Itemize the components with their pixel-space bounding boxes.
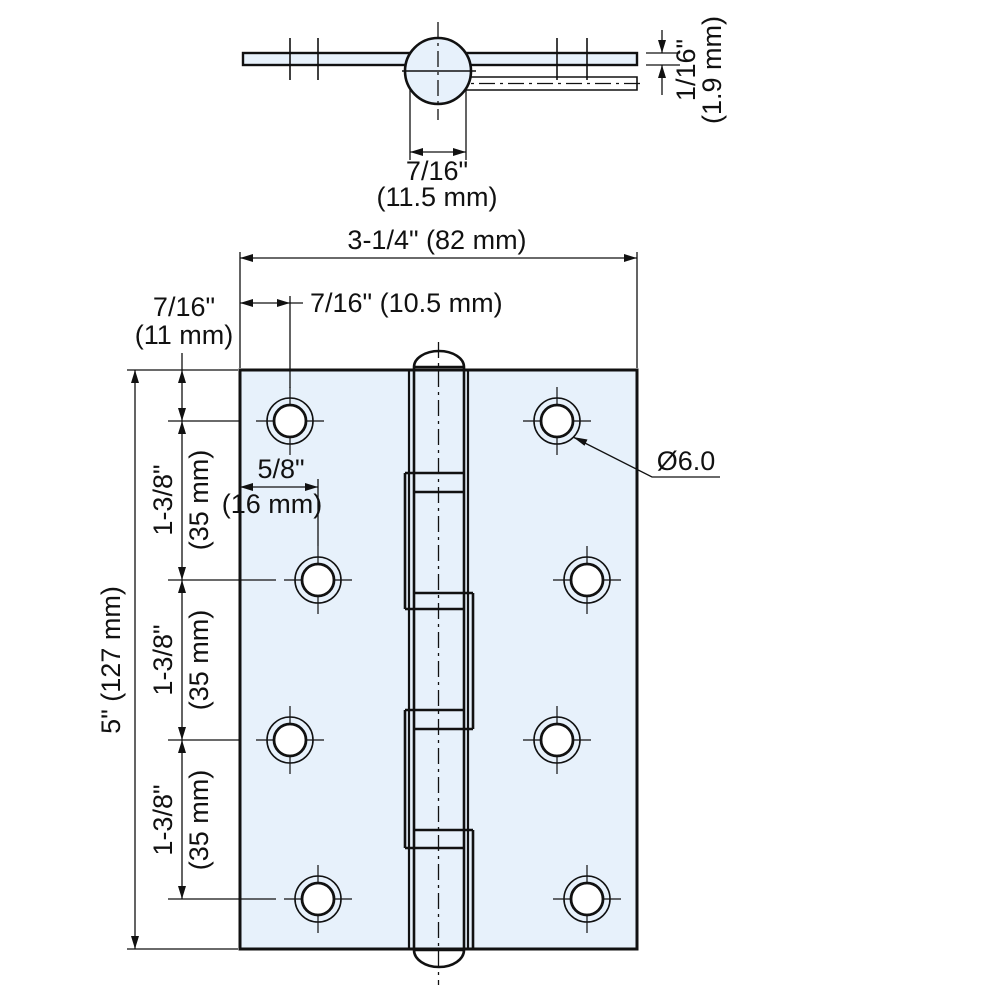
dimension-label: 1-3/8" — [148, 784, 178, 855]
dim-knuckle-width: 7/16" (11.5 mm) — [376, 90, 498, 212]
dimension-label: Ø6.0 — [657, 446, 716, 476]
dim-hole-pitch-3: 1-3/8" (35 mm) — [148, 740, 214, 899]
dimension-label: (16 mm) — [222, 489, 323, 519]
dimension-label: 1/16" — [671, 39, 701, 101]
screw-hole — [523, 387, 591, 455]
dim-hole-pitch-1: 1-3/8" (35 mm) — [148, 421, 214, 580]
dimension-label: 7/16" (10.5 mm) — [310, 288, 503, 318]
dimension-label: (1.9 mm) — [697, 16, 727, 124]
screw-hole — [553, 865, 621, 933]
screw-holes — [256, 387, 621, 933]
screw-hole — [553, 546, 621, 614]
dimension-label: 5" (127 mm) — [96, 586, 126, 734]
dimension-label: (35 mm) — [184, 610, 214, 711]
screw-hole — [284, 546, 352, 614]
top-edge-view: 7/16" (11.5 mm) 1/16" (1.9 mm) — [241, 16, 727, 212]
dimension-label: (35 mm) — [184, 450, 214, 551]
knuckle-joints — [405, 471, 473, 850]
dim-overall-height: 5" (127 mm) — [96, 369, 238, 950]
dimension-label: (11 mm) — [135, 320, 234, 350]
front-view: 3-1/4" (82 mm) 7/16" (10.5 mm) 7/16" (11… — [96, 225, 720, 985]
dimension-label: 1-3/8" — [148, 464, 178, 535]
dimension-label: 3-1/4" (82 mm) — [347, 225, 526, 255]
screw-hole — [523, 706, 591, 774]
dimension-label: (35 mm) — [184, 770, 214, 871]
dim-overall-width: 3-1/4" (82 mm) — [239, 225, 638, 368]
row-extension-lines — [168, 420, 276, 900]
dim-hole-offset-x: 7/16" (10.5 mm) — [240, 288, 503, 388]
dimension-label: (11.5 mm) — [376, 182, 497, 212]
screw-hole — [284, 865, 352, 933]
dimension-label: 7/16" — [406, 156, 468, 186]
dimension-label: 7/16" — [153, 292, 215, 322]
knuckle-wraps — [403, 473, 475, 949]
dim-hole-diameter: Ø6.0 — [572, 436, 720, 478]
screw-hole-ticks — [289, 38, 588, 80]
dim-leaf-thickness: 1/16" (1.9 mm) — [646, 16, 727, 124]
dimension-label: 5/8" — [257, 454, 304, 484]
dim-hole-pitch-2: 1-3/8" (35 mm) — [148, 580, 214, 740]
barrel — [403, 342, 475, 985]
dimension-label: 1-3/8" — [148, 624, 178, 695]
screw-hole — [256, 387, 324, 455]
dim-top-margin: 7/16" (11 mm) — [135, 292, 234, 899]
screw-hole — [256, 706, 324, 774]
dim-hole-col2: 5/8" (16 mm) — [222, 454, 323, 546]
